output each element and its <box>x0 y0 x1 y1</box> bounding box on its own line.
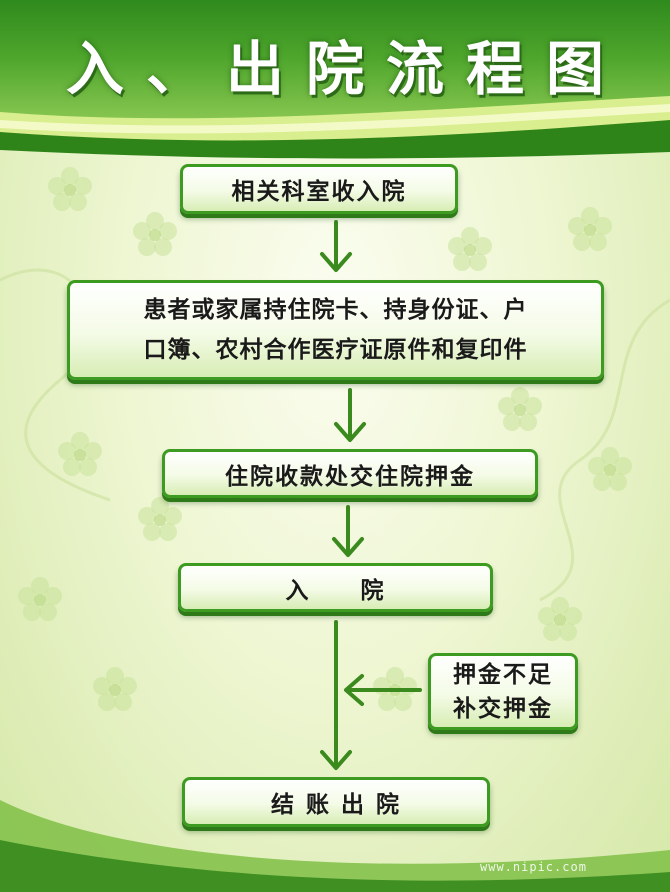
step-label: 相关科室收入院 <box>231 179 407 205</box>
arrow-head-2 <box>334 422 366 442</box>
arrow-head-4 <box>320 750 352 770</box>
watermark: www.nipic.com <box>480 860 587 874</box>
step-documents: 患者或家属持住院卡、持身份证、户 口簿、农村合作医疗证原件和复印件 <box>67 280 604 380</box>
arrow-head-left <box>344 674 364 706</box>
step-label: 患者或家属持住院卡、持身份证、户 口簿、农村合作医疗证原件和复印件 <box>144 290 528 370</box>
arrow-head-1 <box>320 252 352 272</box>
step-label-line: 口簿、农村合作医疗证原件和复印件 <box>143 337 528 363</box>
step-label: 押金不足 补交押金 <box>453 658 553 726</box>
step-label: 入 院 <box>285 577 386 604</box>
step-label-line: 患者或家属持住院卡、持身份证、户 <box>143 297 528 323</box>
step-admission: 入 院 <box>178 563 493 612</box>
step-pay-deposit: 住院收款处交住院押金 <box>162 449 538 498</box>
page-title: 入、出院流程图 <box>65 35 626 103</box>
title-swoosh <box>0 96 670 159</box>
step-checkout-discharge: 结 账 出 院 <box>182 777 490 827</box>
arrow-head-3 <box>332 537 364 557</box>
step-department-admission: 相关科室收入院 <box>180 164 458 214</box>
step-supplement-deposit: 押金不足 补交押金 <box>428 653 578 730</box>
step-label: 结 账 出 院 <box>270 792 402 818</box>
step-label-line: 押金不足 <box>453 661 553 688</box>
step-label-line: 补交押金 <box>453 695 553 722</box>
step-label: 住院收款处交住院押金 <box>225 463 475 490</box>
